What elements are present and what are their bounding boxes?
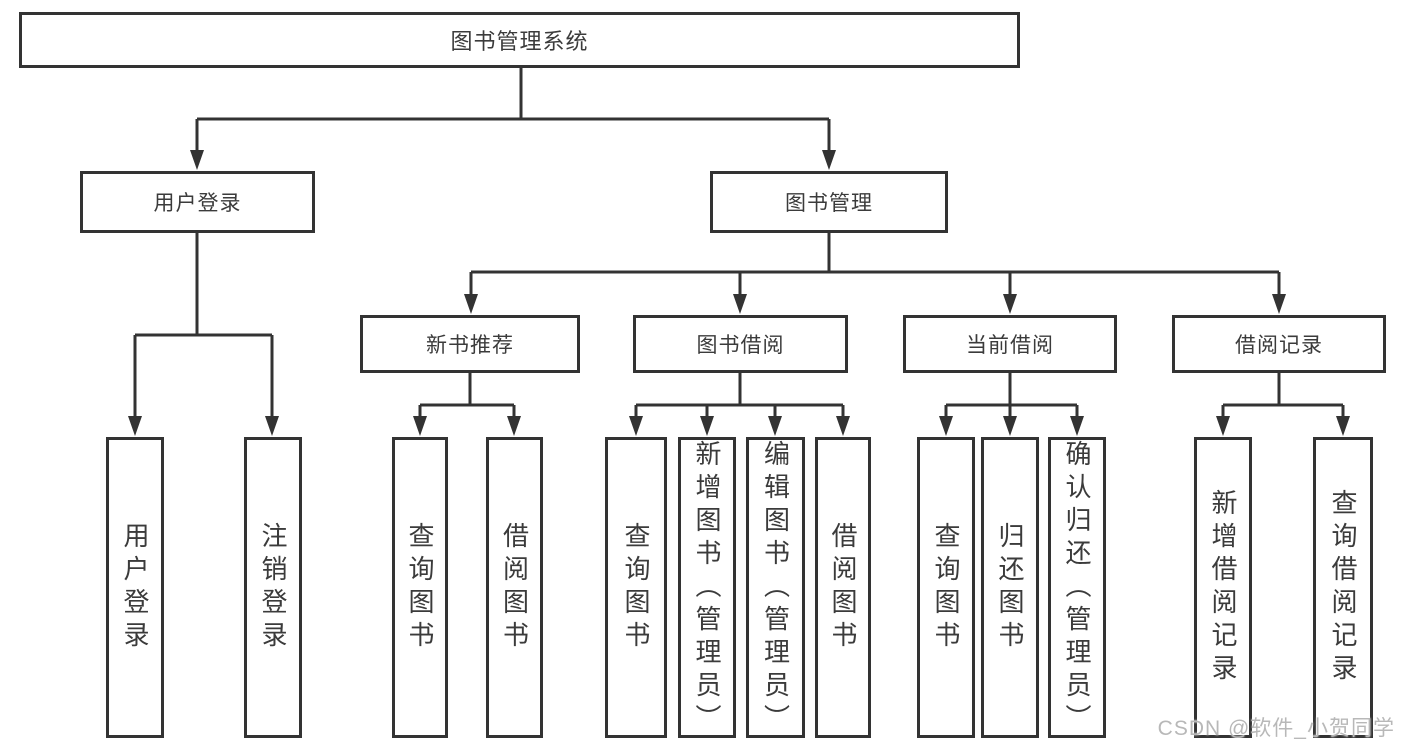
node-leaf-query-books-2: 查询图书 <box>605 437 667 738</box>
node-leaf-edit-books-admin: 编辑图书（管理员） <box>746 437 805 738</box>
node-label: 查询借阅记录 <box>1328 488 1358 687</box>
node-label: 图书管理 <box>785 192 873 215</box>
node-label: 查询图书 <box>405 521 435 654</box>
node-label: 编辑图书（管理员） <box>760 440 791 737</box>
node-label: 借阅图书 <box>828 521 858 654</box>
node-label: 新书推荐 <box>426 334 514 357</box>
node-leaf-logout: 注销登录 <box>244 437 302 738</box>
node-leaf-query-books-1: 查询图书 <box>392 437 448 738</box>
node-leaf-add-borrow-record: 新增借阅记录 <box>1194 437 1252 738</box>
node-leaf-add-books-admin: 新增图书（管理员） <box>678 437 736 738</box>
node-leaf-borrow-books-2: 借阅图书 <box>815 437 871 738</box>
node-leaf-query-borrow-record: 查询借阅记录 <box>1313 437 1373 738</box>
node-book-management: 图书管理 <box>710 171 948 233</box>
node-label: 图书管理系统 <box>450 29 589 54</box>
node-label: 借阅记录 <box>1235 334 1323 357</box>
node-label: 新增图书（管理员） <box>692 440 722 737</box>
watermark: CSDN @软件_小贺同学 <box>1157 717 1395 740</box>
node-label: 确认归还（管理员） <box>1062 440 1092 737</box>
node-label: 当前借阅 <box>966 334 1054 357</box>
node-label: 图书借阅 <box>696 334 785 357</box>
connector-path <box>133 67 1345 419</box>
node-label: 用户登录 <box>120 521 150 654</box>
node-label: 注销登录 <box>258 521 288 654</box>
node-label: 查询图书 <box>621 521 651 654</box>
node-leaf-confirm-return-admin: 确认归还（管理员） <box>1048 437 1106 738</box>
node-label: 用户登录 <box>153 192 242 215</box>
node-root: 图书管理系统 <box>19 12 1020 68</box>
node-label: 查询图书 <box>931 521 961 654</box>
node-leaf-query-books-3: 查询图书 <box>917 437 975 738</box>
node-label: 借阅图书 <box>499 521 530 654</box>
node-leaf-return-books: 归还图书 <box>981 437 1039 738</box>
node-leaf-user-login: 用户登录 <box>106 437 164 738</box>
node-label: 新增借阅记录 <box>1208 488 1238 687</box>
node-borrowing-records: 借阅记录 <box>1172 315 1386 373</box>
node-leaf-borrow-books-1: 借阅图书 <box>486 437 543 738</box>
node-user-login: 用户登录 <box>80 171 315 233</box>
node-new-book-recommend: 新书推荐 <box>360 315 580 373</box>
node-label: 归还图书 <box>995 521 1025 654</box>
node-book-borrowing: 图书借阅 <box>633 315 848 373</box>
node-current-borrowing: 当前借阅 <box>903 315 1117 373</box>
